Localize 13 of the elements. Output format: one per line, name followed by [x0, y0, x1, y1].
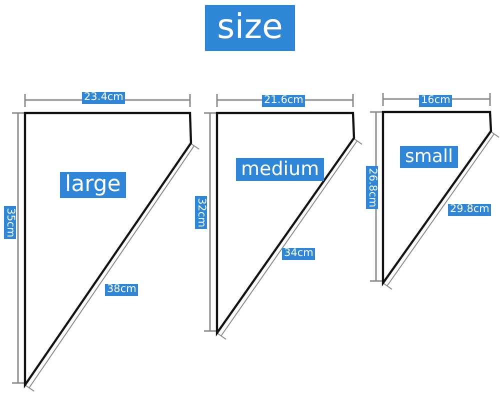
size-label: medium [236, 158, 324, 181]
dimension-label: 16cm [419, 95, 452, 107]
dimension-label: 34cm [282, 248, 316, 260]
dimension-label: 23.4cm [82, 92, 126, 104]
dimension-label: 21.6cm [262, 95, 306, 107]
dimension-label: 38cm [105, 284, 138, 296]
dimension-label: 35cm [4, 206, 16, 240]
dimension-label: 32cm [195, 196, 207, 230]
size-label: large [60, 172, 126, 198]
dimension-label: 29.8cm [448, 204, 492, 216]
title: size [205, 5, 295, 51]
dimension-label: 26.8cm [366, 166, 378, 210]
size-label: small [400, 146, 458, 168]
